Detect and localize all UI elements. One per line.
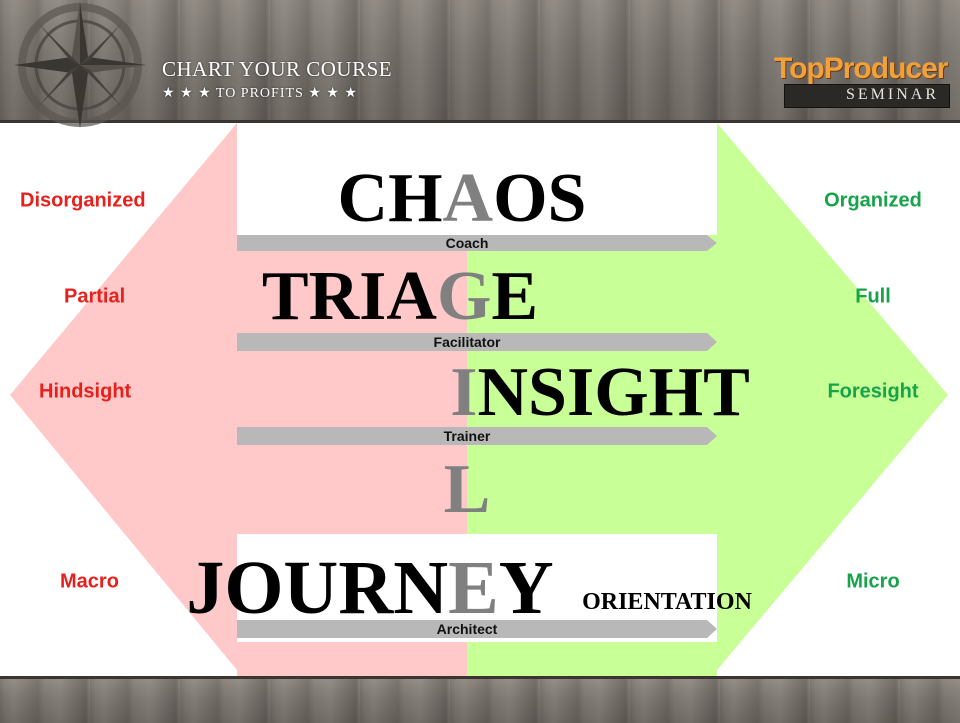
label-partial: Partial bbox=[64, 285, 126, 308]
right-arrow-head bbox=[717, 123, 948, 670]
word-insight: INSIGHT bbox=[450, 358, 750, 428]
label-organized: Organized bbox=[824, 189, 922, 212]
word-orientation: ORIENTATION bbox=[582, 589, 752, 615]
word-triage-highlight: G bbox=[436, 258, 492, 335]
word-l-highlight: L bbox=[443, 451, 491, 528]
role-architect: Architect bbox=[436, 621, 498, 637]
logo-sub-text: SEMINAR bbox=[845, 86, 939, 103]
trainer-bar bbox=[237, 427, 717, 445]
footer-banner bbox=[0, 676, 960, 723]
architect-bar bbox=[237, 620, 717, 638]
label-full: Full bbox=[855, 285, 891, 308]
word-triage-pre: TRIA bbox=[261, 258, 437, 335]
role-trainer: Trainer bbox=[443, 428, 491, 444]
role-coach: Coach bbox=[445, 235, 489, 251]
word-triage: TRIAGE bbox=[262, 262, 538, 332]
facilitator-bar bbox=[237, 333, 717, 351]
chaos-box bbox=[237, 123, 717, 235]
word-insight-highlight: I bbox=[450, 354, 478, 431]
compass-rose-icon bbox=[14, 2, 146, 128]
word-chaos-post: OS bbox=[493, 160, 587, 237]
tagline-line1: CHART YOUR COURSE bbox=[162, 57, 393, 81]
word-chaos-pre: CH bbox=[337, 160, 443, 237]
label-foresight: Foresight bbox=[827, 380, 919, 403]
label-micro: Micro bbox=[846, 570, 900, 593]
left-arrow-head bbox=[10, 123, 237, 670]
word-journey: JOURNEY bbox=[186, 550, 553, 626]
word-triage-post: E bbox=[491, 258, 539, 335]
header-banner: CHART YOUR COURSE ★ ★ ★ TO PROFITS ★ ★ ★… bbox=[0, 0, 960, 128]
word-insight-post: NSIGHT bbox=[477, 354, 750, 431]
word-l: L bbox=[444, 455, 491, 525]
word-journey-highlight: E bbox=[448, 546, 499, 630]
word-journey-pre: JOURN bbox=[186, 546, 449, 630]
tagline-line2: ★ ★ ★ TO PROFITS ★ ★ ★ bbox=[162, 86, 358, 101]
word-journey-post: Y bbox=[498, 546, 554, 630]
label-hindsight: Hindsight bbox=[39, 380, 132, 403]
word-chaos-highlight: A bbox=[442, 160, 494, 237]
label-macro: Macro bbox=[60, 570, 119, 593]
logo-seminar-box: SEMINAR bbox=[784, 84, 950, 108]
label-disorganized: Disorganized bbox=[20, 189, 146, 212]
logo-main-text: TopProducer bbox=[774, 52, 948, 85]
role-facilitator: Facilitator bbox=[433, 334, 501, 350]
top-producer-logo: TopProducer SEMINAR bbox=[770, 52, 950, 108]
coach-bar bbox=[237, 235, 717, 251]
word-chaos: CHAOS bbox=[338, 164, 587, 234]
